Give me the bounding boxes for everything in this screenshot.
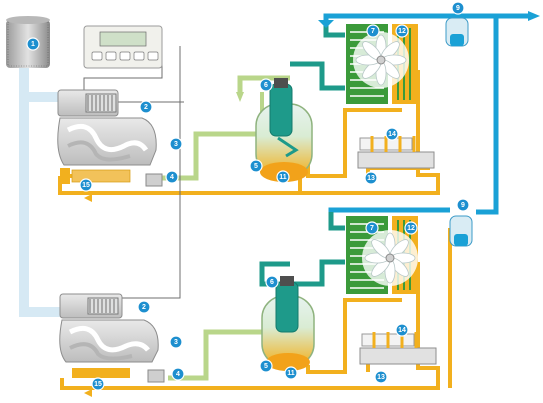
marker-m9a: 9 [451, 1, 465, 15]
marker-label: 12 [398, 28, 406, 35]
marker-label: 2 [142, 304, 146, 311]
marker-label: 6 [270, 279, 274, 286]
marker-m5a: 5 [249, 159, 263, 173]
marker-label: 4 [170, 174, 174, 181]
line-filter-a [445, 17, 469, 47]
marker-m11a: 11 [276, 170, 290, 184]
oil-filter-block-a [357, 136, 435, 169]
cooling-fan-icon [355, 34, 407, 86]
marker-m13b: 13 [374, 370, 388, 384]
marker-m3b: 3 [169, 335, 183, 349]
marker-label: 14 [388, 131, 396, 138]
cooling-circuit-b [259, 212, 345, 287]
marker-m14a: 14 [385, 127, 399, 141]
marker-m11b: 11 [284, 366, 298, 380]
marker-m6a: 6 [259, 78, 273, 92]
marker-m9b: 9 [456, 198, 470, 212]
marker-label: 15 [82, 182, 90, 189]
marker-m1: 1 [26, 37, 40, 51]
separator-vessel-b [261, 276, 315, 371]
controller-button [91, 51, 103, 61]
flow-arrows [84, 20, 334, 397]
marker-label: 4 [176, 371, 180, 378]
oil-filter-block-b [359, 332, 437, 365]
marker-m12b: 12 [404, 221, 418, 235]
marker-m7a: 7 [366, 24, 380, 38]
marker-m15a: 15 [79, 178, 93, 192]
cooling-circuit-a [290, 20, 345, 91]
marker-m6b: 6 [265, 275, 279, 289]
controller-button [133, 51, 145, 61]
marker-label: 7 [370, 225, 374, 232]
marker-m14b: 14 [395, 323, 409, 337]
marker-label: 7 [371, 28, 375, 35]
marker-label: 12 [407, 225, 415, 232]
marker-label: 5 [264, 363, 268, 370]
marker-label: 6 [264, 82, 268, 89]
cooler-a [346, 24, 418, 104]
marker-label: 14 [398, 327, 406, 334]
marker-m12a: 12 [395, 24, 409, 38]
marker-m15b: 15 [91, 377, 105, 391]
controller-button [105, 51, 117, 61]
marker-label: 3 [174, 141, 178, 148]
marker-m7b: 7 [365, 221, 379, 235]
marker-m2b: 2 [137, 300, 151, 314]
separator-vessel-a [255, 78, 313, 182]
marker-label: 3 [174, 339, 178, 346]
marker-label: 9 [461, 202, 465, 209]
marker-label: 15 [94, 381, 102, 388]
controller-panel [83, 25, 163, 69]
compressor-element-b [59, 293, 165, 383]
cooling-fan-icon [364, 232, 416, 284]
oil-return-line-b [168, 329, 262, 381]
marker-label: 13 [367, 175, 375, 182]
marker-m13a: 13 [364, 171, 378, 185]
controller-button [119, 51, 131, 61]
marker-m4a: 4 [165, 170, 179, 184]
marker-label: 9 [456, 5, 460, 12]
marker-m3a: 3 [169, 137, 183, 151]
marker-m2a: 2 [139, 100, 153, 114]
marker-label: 11 [287, 370, 295, 377]
line-filter-b [449, 215, 473, 247]
marker-label: 11 [279, 174, 287, 181]
outlet-arrow-icon [528, 11, 540, 21]
marker-label: 13 [377, 374, 385, 381]
marker-m5b: 5 [259, 359, 273, 373]
marker-label: 5 [254, 163, 258, 170]
marker-label: 1 [31, 41, 35, 48]
marker-m4b: 4 [171, 367, 185, 381]
marker-label: 2 [144, 104, 148, 111]
controller-button [147, 51, 159, 61]
